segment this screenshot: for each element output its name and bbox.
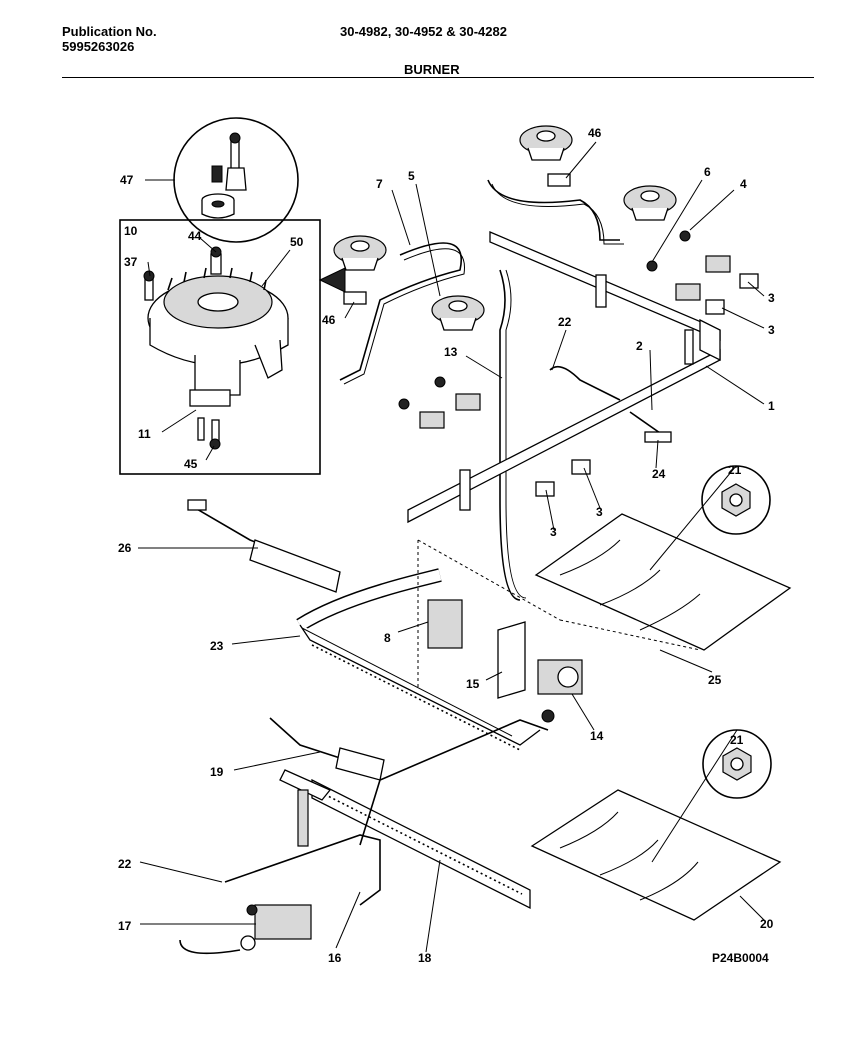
gas-tubes xyxy=(339,179,624,601)
broiler-burner-18 xyxy=(279,769,531,910)
callout-23: 23 xyxy=(210,639,224,653)
callout-5: 5 xyxy=(408,169,415,183)
top-burner-center xyxy=(431,295,485,331)
callout-8: 8 xyxy=(384,631,391,645)
nut-21-lower xyxy=(702,729,772,799)
bracket-15 xyxy=(497,621,526,699)
callout-11: 11 xyxy=(138,427,151,441)
callout-50: 50 xyxy=(290,235,304,249)
gas-tube-22-upper xyxy=(549,365,621,401)
callout-17: 17 xyxy=(118,919,132,933)
valves-upper xyxy=(398,230,759,497)
callout-22-lower: 22 xyxy=(118,857,132,871)
safety-valve-14 xyxy=(537,659,583,723)
callout-16: 16 xyxy=(328,951,342,965)
callout-44: 44 xyxy=(188,229,202,243)
callout-3-b: 3 xyxy=(768,323,775,337)
callout-20: 20 xyxy=(760,917,774,931)
callout-25: 25 xyxy=(708,673,722,687)
gas-tube-16 xyxy=(359,719,549,846)
header-divider xyxy=(62,77,814,78)
callout-10: 10 xyxy=(124,224,138,238)
burner-detail-inset xyxy=(119,219,346,475)
callout-18: 18 xyxy=(418,951,432,965)
callout-19: 19 xyxy=(210,765,224,779)
callout-46-left: 46 xyxy=(322,313,336,327)
callout-45: 45 xyxy=(184,457,198,471)
callout-46-top: 46 xyxy=(588,126,602,140)
callout-14: 14 xyxy=(590,729,604,743)
bracket-46-top xyxy=(547,173,571,187)
publication-label: Publication No. xyxy=(62,24,157,39)
callout-7: 7 xyxy=(376,177,383,191)
callout-6: 6 xyxy=(704,165,711,179)
callout-24: 24 xyxy=(652,467,666,481)
callout-15: 15 xyxy=(466,677,480,691)
bracket-46-left xyxy=(343,291,367,305)
igniter-26 xyxy=(187,499,341,593)
callout-3-d: 3 xyxy=(550,525,557,539)
callout-21-lower: 21 xyxy=(730,733,744,747)
nut-21-upper xyxy=(701,465,771,535)
baffle-25 xyxy=(534,513,792,651)
section-title: BURNER xyxy=(404,62,460,77)
callout-4: 4 xyxy=(740,177,747,191)
top-burner-right xyxy=(623,185,677,221)
callout-37: 37 xyxy=(124,255,138,269)
callout-13: 13 xyxy=(444,345,458,359)
model-numbers: 30-4982, 30-4952 & 30-4282 xyxy=(340,24,507,39)
gas-tube-22-lower xyxy=(224,834,381,906)
callout-47: 47 xyxy=(120,173,134,187)
callout-26: 26 xyxy=(118,541,132,555)
publication-info: Publication No. 5995263026 xyxy=(62,24,157,54)
orifice-detail-circle xyxy=(173,117,299,243)
leader-lines xyxy=(138,141,765,953)
publication-number: 5995263026 xyxy=(62,39,135,54)
manifold-frame xyxy=(407,231,721,524)
callout-1: 1 xyxy=(768,399,775,413)
callout-2: 2 xyxy=(636,339,643,353)
callout-22-upper: 22 xyxy=(558,315,572,329)
figure-code: P24B0004 xyxy=(712,951,769,965)
top-burner-left xyxy=(333,235,387,271)
oven-burner-23 xyxy=(296,568,541,751)
igniter-relay-8 xyxy=(427,599,463,649)
callout-21-upper: 21 xyxy=(728,463,742,477)
callout-3-c: 3 xyxy=(596,505,603,519)
top-burner-rear xyxy=(519,125,573,161)
alignment-lines xyxy=(417,539,701,690)
callout-3-a: 3 xyxy=(768,291,775,305)
broil-valve-17 xyxy=(179,904,312,955)
